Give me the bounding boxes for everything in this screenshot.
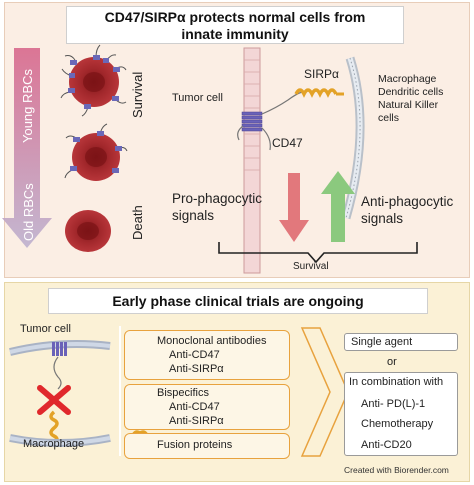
monoclonal-heading: Monoclonal antibodies <box>157 335 267 347</box>
bispecifics-item-cd47: Anti-CD47 <box>169 401 220 413</box>
anti-phagocytic-line2: signals <box>361 211 404 226</box>
bispecifics-item-sirpa: Anti-SIRPα <box>169 415 224 427</box>
sirpa-label: SIRPα <box>304 67 339 81</box>
top-title-line1: CD47/SIRPα protects normal cells from <box>104 9 366 25</box>
macrophage-membrane <box>341 56 365 220</box>
anti-phagocytic-label: Anti-phagocytic signals <box>361 193 453 227</box>
aging-arrow <box>2 48 52 248</box>
death-rbc-label: Death <box>130 205 145 240</box>
single-agent-label: Single agent <box>351 336 413 348</box>
aging-rbc-cell <box>64 123 128 181</box>
combination-item-pdl1: Anti- PD(L)-1 <box>361 398 426 410</box>
young-rbc-cell <box>60 44 127 117</box>
fusion-box: Fusion proteins <box>124 433 290 459</box>
pro-phagocytic-label: Pro-phagocytic signals <box>172 190 262 224</box>
top-panel-title: CD47/SIRPα protects normal cells from in… <box>66 6 404 44</box>
bottom-macrophage-label: Macrophage <box>23 438 85 450</box>
blocked-x-icon <box>37 385 71 415</box>
cd47-protein <box>237 91 303 151</box>
bispecifics-heading: Bispecifics <box>157 387 209 399</box>
survival-bracket <box>218 242 418 264</box>
old-rbcs-label: Old RBCs <box>21 183 36 241</box>
or-label: or <box>387 356 397 368</box>
immune-line-dendritic: Dendritic cells <box>378 86 444 98</box>
immune-line-cells: cells <box>378 112 400 124</box>
biorender-credit: Created with Biorender.com <box>344 465 449 475</box>
combination-item-chemo: Chemotherapy <box>361 418 434 430</box>
anti-phagocytic-arrow <box>321 171 355 242</box>
pro-phagocytic-line1: Pro-phagocytic <box>172 191 263 206</box>
bottom-panel-title: Early phase clinical trials are ongoing <box>48 288 428 314</box>
bottom-macrophage-membrane <box>9 434 111 447</box>
immune-line-macrophage: Macrophage <box>378 73 437 85</box>
monoclonal-item-sirpa: Anti-SIRPα <box>169 363 224 375</box>
survival-rbc-label: Survival <box>130 71 145 118</box>
old-rbc-cell <box>65 210 111 252</box>
pro-phagocytic-line2: signals <box>172 208 215 223</box>
immune-cells-label: Macrophage Dendritic cells Natural Kille… <box>378 73 443 125</box>
leads-to-chevron <box>300 327 349 457</box>
pro-phagocytic-arrow <box>279 173 309 242</box>
combination-box: In combination with Anti- PD(L)-1 Chemot… <box>344 372 458 456</box>
tumor-cell-membrane <box>243 47 261 274</box>
bottom-sirpa-protein <box>49 410 59 446</box>
immune-line-nk: Natural Killer <box>378 99 439 111</box>
combination-item-cd20: Anti-CD20 <box>361 439 412 451</box>
tumor-cell-label: Tumor cell <box>172 92 223 104</box>
top-title-line2: innate immunity <box>181 26 289 42</box>
anti-phagocytic-line1: Anti-phagocytic <box>361 194 454 209</box>
bottom-tumor-membrane <box>9 340 111 390</box>
single-agent-box: Single agent <box>344 333 458 351</box>
sirpa-protein <box>294 88 344 98</box>
cd47-label: CD47 <box>272 136 303 150</box>
combination-heading: In combination with <box>349 376 444 388</box>
bottom-tumor-cell-label: Tumor cell <box>20 323 71 335</box>
monoclonal-item-cd47: Anti-CD47 <box>169 349 220 361</box>
survival-bracket-label: Survival <box>293 261 329 272</box>
monoclonal-box: Monoclonal antibodies Anti-CD47 Anti-SIR… <box>124 330 290 380</box>
fusion-heading: Fusion proteins <box>157 439 233 451</box>
bispecifics-box: Bispecifics Anti-CD47 Anti-SIRPα <box>124 384 290 430</box>
young-rbcs-label: Young RBCs <box>20 69 35 143</box>
